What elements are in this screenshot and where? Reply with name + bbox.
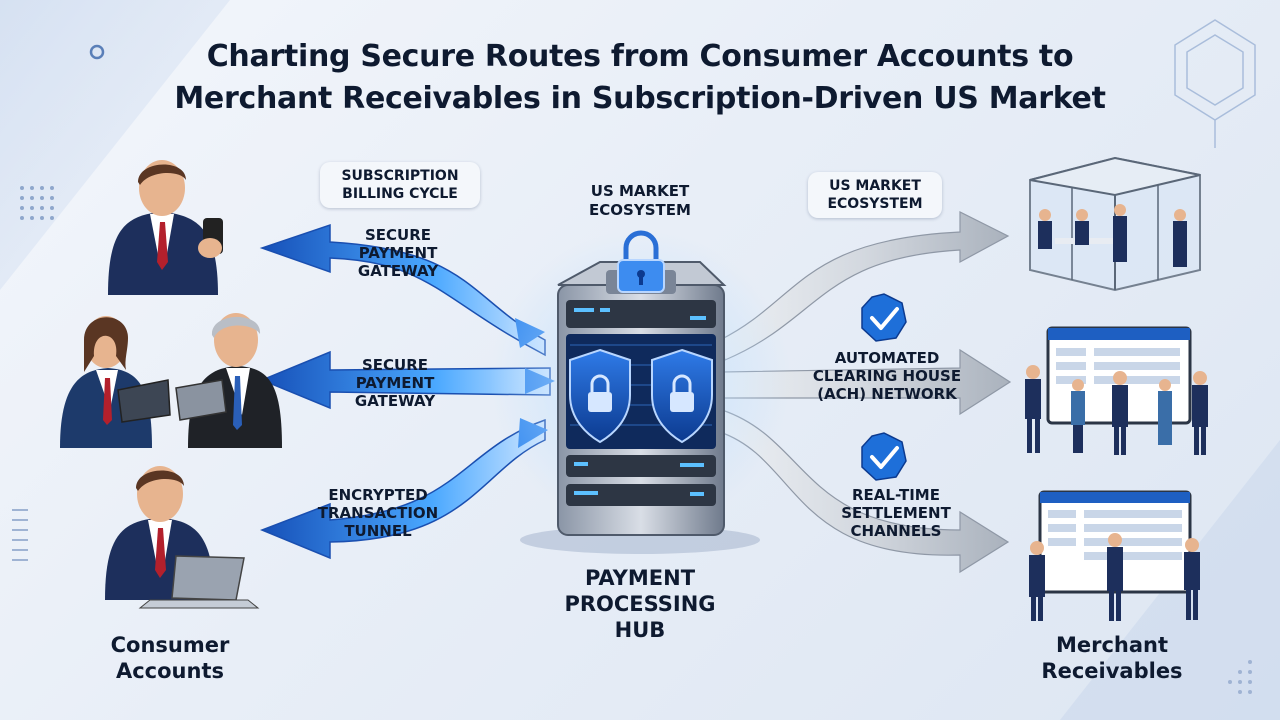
merchant-dashboard-team — [1029, 490, 1200, 621]
label-line: GATEWAY — [354, 392, 436, 410]
label-line: TUNNEL — [344, 522, 412, 540]
merchant-dashboard-team — [1025, 326, 1208, 455]
consumer-person-phone — [108, 160, 223, 295]
shield-lock-icon — [651, 348, 713, 444]
label-line: BILLING CYCLE — [342, 186, 458, 202]
left-flow-label: SECURE PAYMENT GATEWAY — [335, 356, 455, 410]
consumer-person-tablet-woman — [60, 316, 171, 448]
right-ecosystem-label: US MARKET ECOSYSTEM — [808, 172, 942, 218]
label-line: ECOSYSTEM — [589, 201, 691, 219]
caption-line: Consumer — [110, 633, 230, 657]
label-line: US MARKET — [829, 178, 921, 194]
label-line: AUTOMATED — [834, 349, 940, 367]
title-line: Charting Secure Routes from Consumer Acc… — [206, 39, 1074, 74]
label-line: SUBSCRIPTION — [341, 168, 459, 184]
label-line: CHANNELS — [850, 522, 942, 540]
consumer-accounts-caption: Consumer Accounts — [80, 632, 260, 684]
caption-line: Receivables — [1041, 659, 1183, 683]
merchant-office-room — [1029, 156, 1201, 292]
label-line: CLEARING HOUSE — [812, 367, 962, 385]
caption-line: HUB — [614, 618, 666, 642]
label-line: PAYMENT — [358, 244, 438, 262]
label-line: (ACH) NETWORK — [817, 385, 957, 403]
label-line: PAYMENT — [355, 374, 435, 392]
hub-ecosystem-label: US MARKET ECOSYSTEM — [570, 182, 710, 220]
decor-hexagon — [1174, 19, 1256, 148]
right-flow-label: REAL-TIME SETTLEMENT CHANNELS — [826, 486, 966, 540]
label-line: TRANSACTION — [317, 504, 439, 522]
hub-caption: PAYMENT PROCESSING HUB — [560, 565, 720, 643]
label-line: SECURE — [364, 226, 432, 244]
label-line: ECOSYSTEM — [827, 196, 923, 212]
consumer-person-tablet-man — [175, 313, 282, 448]
right-flow-arrow — [719, 409, 1010, 574]
padlock-icon — [617, 230, 665, 293]
merchant-receivables-caption: Merchant Receivables — [1022, 632, 1202, 684]
label-line: GATEWAY — [357, 262, 439, 280]
caption-line: Accounts — [115, 659, 224, 683]
decor-dots — [1228, 660, 1252, 694]
decor-dots — [20, 186, 54, 220]
left-flow-arrow — [259, 418, 546, 560]
caption-line: PAYMENT — [584, 566, 696, 590]
checkmark-badge-icon — [861, 432, 907, 481]
title-line: Merchant Receivables in Subscription-Dri… — [174, 81, 1106, 116]
left-flow-label: ENCRYPTED TRANSACTION TUNNEL — [303, 486, 453, 540]
label-line: SETTLEMENT — [841, 504, 951, 522]
label-line: REAL-TIME — [852, 486, 940, 504]
page-title: Charting Secure Routes from Consumer Acc… — [0, 36, 1280, 120]
left-flow-arrow — [259, 223, 546, 357]
shield-lock-icon — [569, 348, 631, 444]
subscription-billing-label: SUBSCRIPTION BILLING CYCLE — [320, 162, 480, 208]
label-line: ENCRYPTED — [328, 486, 428, 504]
caption-line: PROCESSING — [564, 592, 716, 616]
caption-line: Merchant — [1055, 633, 1169, 657]
decor-circle — [89, 44, 105, 60]
background-panel — [0, 0, 230, 290]
right-flow-arrows — [719, 211, 1012, 574]
consumer-person-laptop — [105, 466, 260, 609]
checkmark-badge-icon — [861, 293, 907, 342]
right-flow-arrow — [719, 211, 1010, 361]
left-flow-label: SECURE PAYMENT GATEWAY — [338, 226, 458, 280]
right-flow-label: AUTOMATED CLEARING HOUSE (ACH) NETWORK — [812, 349, 962, 403]
label-line: SECURE — [361, 356, 429, 374]
decor-lines — [12, 509, 28, 561]
label-line: US MARKET — [590, 182, 690, 200]
